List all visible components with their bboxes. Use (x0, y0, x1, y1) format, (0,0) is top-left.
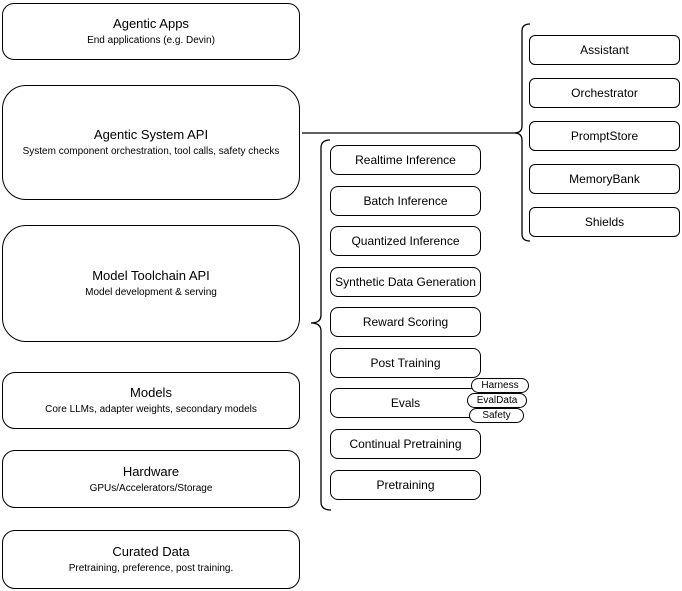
node-batch-inference: Batch Inference (330, 186, 481, 216)
node-agentic-system-api: Agentic System API System component orch… (2, 85, 300, 200)
node-label: Quantized Inference (351, 234, 460, 248)
node-assistant: Assistant (529, 35, 680, 65)
node-label: Assistant (580, 43, 629, 57)
node-eval-harness: Harness (471, 378, 529, 393)
node-agentic-apps: Agentic Apps End applications (e.g. Devi… (2, 3, 300, 60)
node-label: MemoryBank (569, 172, 640, 186)
node-label: Synthetic Data Generation (335, 275, 476, 289)
node-promptstore: PromptStore (529, 121, 680, 151)
node-quantized-inference: Quantized Inference (330, 226, 481, 256)
node-title: Model Toolchain API (92, 268, 210, 283)
node-subtitle: Model development & serving (85, 287, 217, 298)
node-label: Harness (481, 380, 519, 391)
node-title: Agentic Apps (113, 16, 189, 31)
bracket-system-components (513, 23, 531, 242)
node-title: Curated Data (112, 544, 190, 559)
node-subtitle: Core LLMs, adapter weights, secondary mo… (45, 404, 257, 415)
node-label: Post Training (370, 356, 441, 370)
node-label: Shields (584, 215, 625, 229)
node-reward-scoring: Reward Scoring (330, 307, 481, 337)
node-model-toolchain-api: Model Toolchain API Model development & … (2, 225, 300, 342)
node-title: Hardware (122, 463, 180, 479)
node-label: PromptStore (570, 129, 639, 143)
node-label: Evals (390, 396, 421, 410)
node-title: Models (130, 385, 172, 400)
node-subtitle: Pretraining, preference, post training. (68, 563, 234, 574)
node-post-training: Post Training (330, 348, 481, 378)
node-hardware: Hardware GPUs/Accelerators/Storage (2, 450, 300, 508)
node-eval-safety: Safety (469, 408, 524, 423)
node-memorybank: MemoryBank (529, 164, 680, 194)
node-models: Models Core LLMs, adapter weights, secon… (2, 372, 300, 429)
node-subtitle: System component orchestration, tool cal… (22, 146, 280, 157)
node-label: Realtime Inference (355, 153, 456, 167)
node-curated-data: Curated Data Pretraining, preference, po… (2, 530, 300, 589)
node-evals: Evals (330, 388, 481, 418)
node-title: Agentic System API (93, 127, 209, 142)
node-label: Reward Scoring (362, 315, 449, 329)
node-eval-evaldata: EvalData (467, 393, 527, 408)
bracket-toolchain (310, 139, 332, 511)
node-continual-pretraining: Continual Pretraining (330, 429, 481, 459)
node-label: Orchestrator (571, 86, 638, 100)
node-realtime-inference: Realtime Inference (330, 145, 481, 175)
node-label: Continual Pretraining (349, 437, 462, 451)
node-subtitle: GPUs/Accelerators/Storage (89, 482, 213, 494)
node-subtitle: End applications (e.g. Devin) (87, 35, 215, 46)
node-label: Safety (482, 410, 511, 421)
node-label: Pretraining (376, 478, 435, 492)
node-synthetic-data-generation: Synthetic Data Generation (330, 267, 481, 297)
node-label: Batch Inference (363, 194, 448, 208)
node-shields: Shields (529, 207, 680, 237)
node-orchestrator: Orchestrator (529, 78, 680, 108)
node-label: EvalData (476, 395, 518, 406)
node-pretraining: Pretraining (330, 470, 481, 500)
